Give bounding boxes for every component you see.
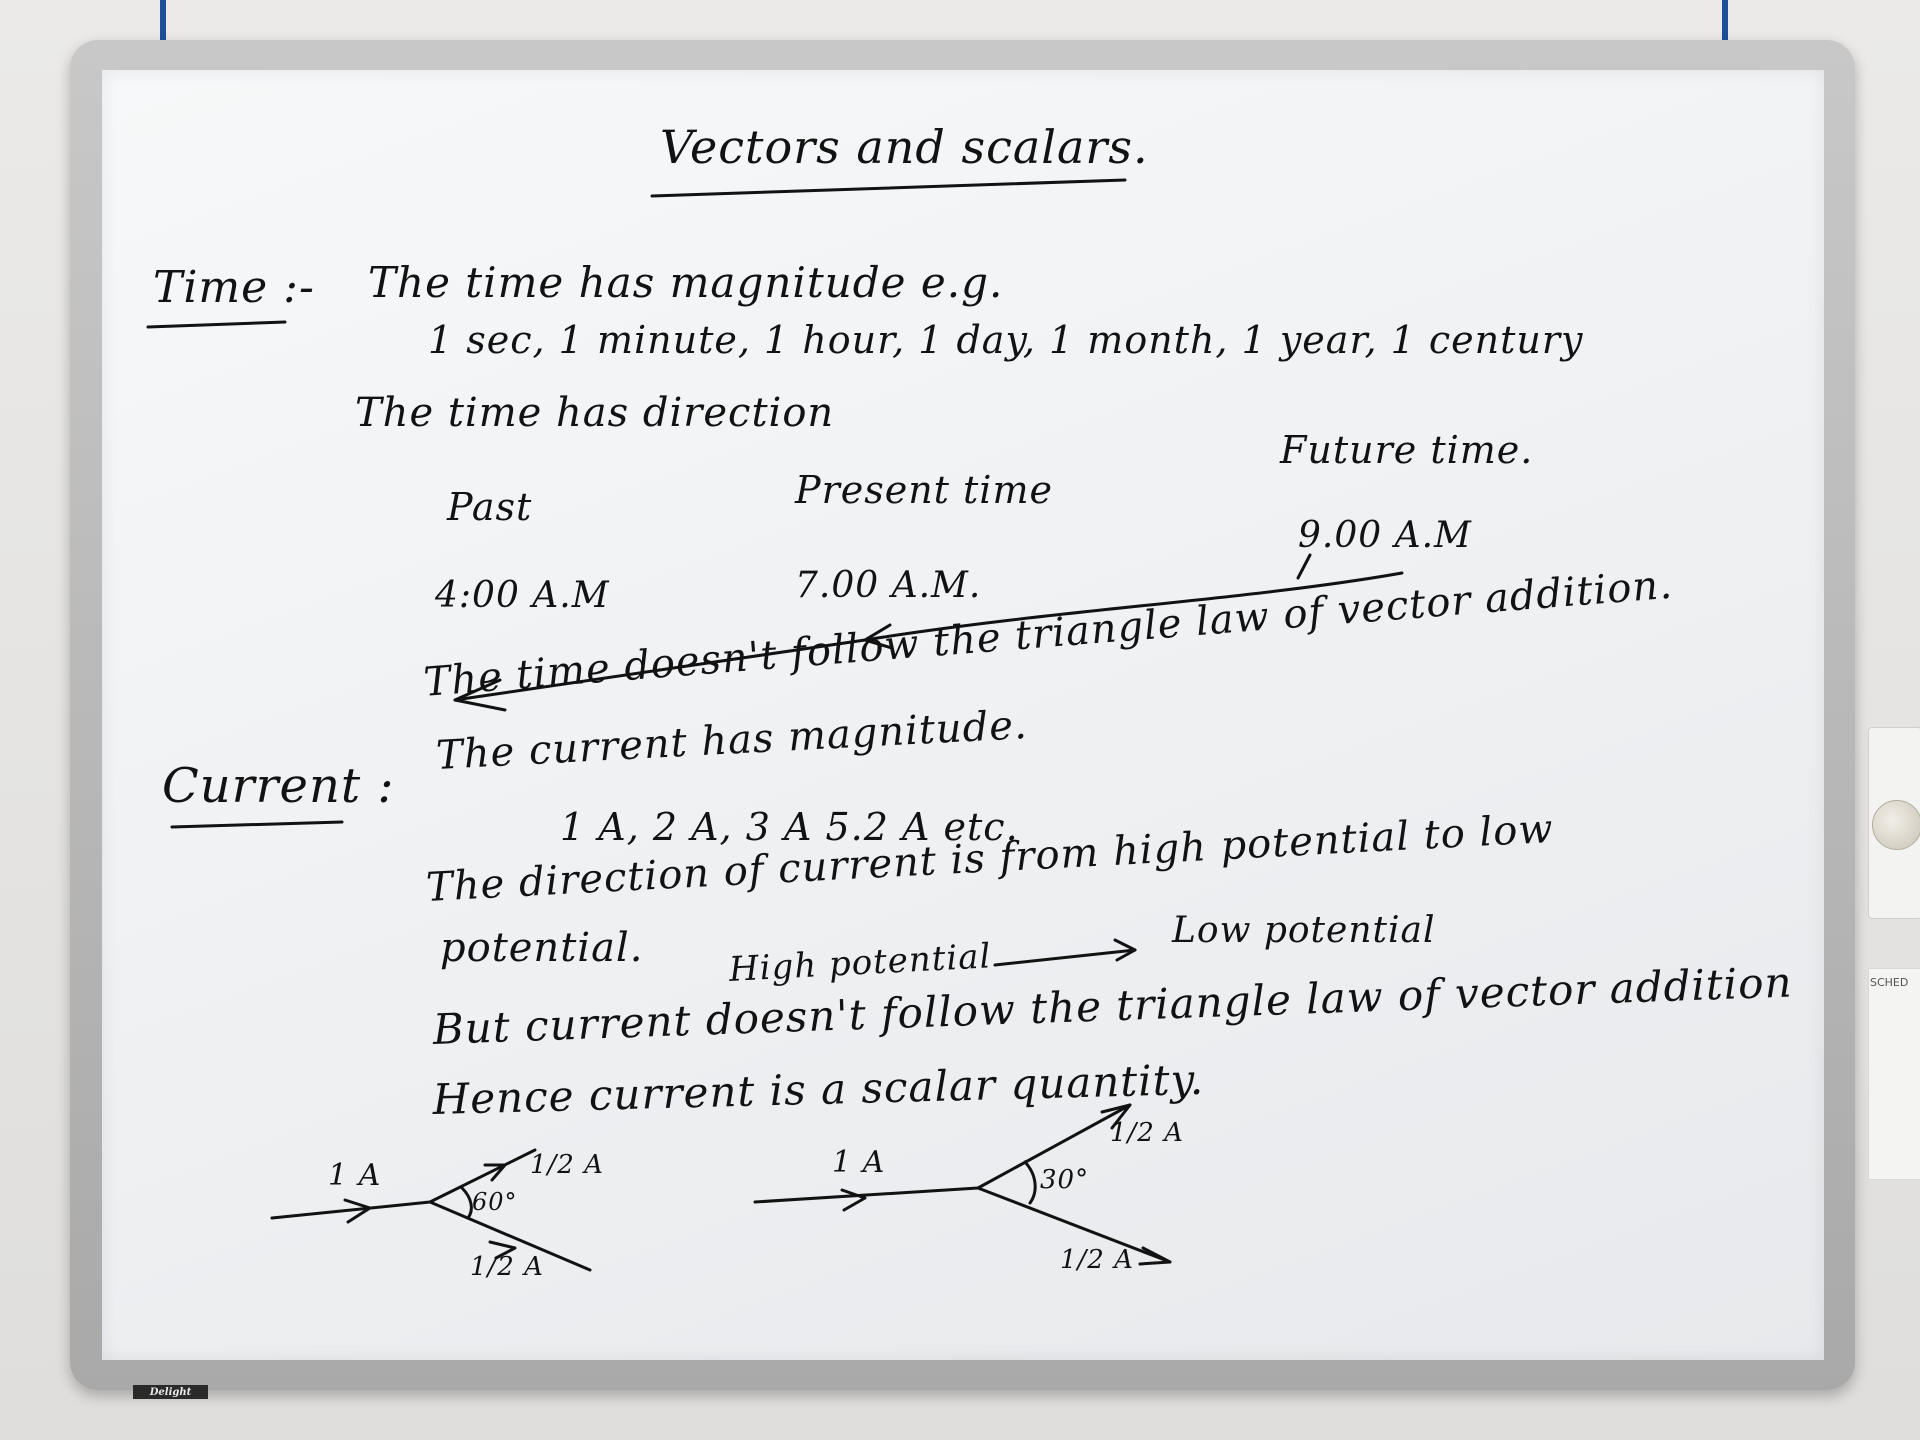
right-diagram-branch-up-label: 1/2 A (1110, 1118, 1184, 1148)
time-future-value: 9.00 A.M (1298, 515, 1472, 556)
label-present-time: Present time (795, 468, 1053, 512)
right-diagram-branch-down (976, 1186, 1172, 1264)
left-diagram-angle-arc (460, 1186, 473, 1220)
right-diagram-input-label: 1 A (832, 1145, 886, 1180)
right-diagram-branch-up-arrowhead (1100, 1103, 1132, 1130)
low-potential-label: Low potential (1172, 910, 1436, 951)
current-examples-line: 1 A, 2 A, 3 A 5.2 A etc. (560, 805, 1019, 849)
left-diagram-input-arrowhead (343, 1198, 372, 1224)
left-diagram-input-label: 1 A (328, 1158, 382, 1193)
potential-arrowhead (1113, 938, 1137, 962)
left-diagram-branch-up-arrowhead (483, 1163, 507, 1182)
left-diagram-input-wire (270, 1200, 432, 1220)
left-diagram-angle-label: 60° (472, 1188, 518, 1216)
title-underline (650, 178, 1127, 198)
right-diagram-input-wire (753, 1186, 980, 1204)
potential-arrow (993, 948, 1137, 967)
current-direction-line-2: potential. (440, 925, 644, 971)
time-heading: Time :- (153, 262, 315, 313)
future-tick (1296, 553, 1312, 580)
schedule-paper-title: SCHED (1870, 976, 1909, 989)
time-heading-underline (146, 320, 287, 329)
left-diagram-branch-down-label: 1/2 A (470, 1252, 544, 1282)
right-diagram-branch-down-arrowhead (1138, 1246, 1172, 1266)
timeline-arrowhead-left (453, 678, 507, 712)
right-diagram-input-arrowhead (840, 1188, 867, 1212)
label-future-time: Future time. (1280, 428, 1534, 472)
right-hanging-wire (1722, 0, 1728, 40)
left-diagram-branch-up (428, 1148, 537, 1204)
left-diagram-branch-down-arrowhead (488, 1240, 517, 1260)
left-diagram-branch-down (428, 1200, 592, 1272)
current-heading: Current : (162, 758, 395, 814)
time-past-value: 4:00 A.M (435, 575, 610, 616)
whiteboard-brand-label: Delight (133, 1385, 208, 1399)
label-past: Past (447, 485, 533, 529)
time-present-value: 7.00 A.M. (795, 565, 982, 606)
right-diagram-angle-label: 30° (1040, 1165, 1090, 1195)
time-direction-line: The time has direction (355, 390, 835, 436)
time-examples-line: 1 sec, 1 minute, 1 hour, 1 day, 1 month,… (428, 318, 1584, 362)
right-diagram-branch-down-label: 1/2 A (1060, 1245, 1134, 1275)
right-diagram-branch-up (976, 1103, 1132, 1190)
left-diagram-branch-up-label: 1/2 A (530, 1150, 604, 1180)
whiteboard-surface (102, 70, 1824, 1360)
wall-switch-knob (1872, 800, 1920, 850)
left-hanging-wire (160, 0, 166, 40)
wall-schedule-paper (1868, 968, 1920, 1180)
time-magnitude-line: The time has magnitude e.g. (368, 258, 1004, 307)
board-title: Vectors and scalars. (660, 120, 1149, 174)
current-heading-underline (170, 820, 344, 829)
timeline-arrowhead-mid (863, 623, 894, 650)
timeline-arrow (453, 571, 1404, 702)
right-diagram-angle-arc (1023, 1160, 1037, 1205)
